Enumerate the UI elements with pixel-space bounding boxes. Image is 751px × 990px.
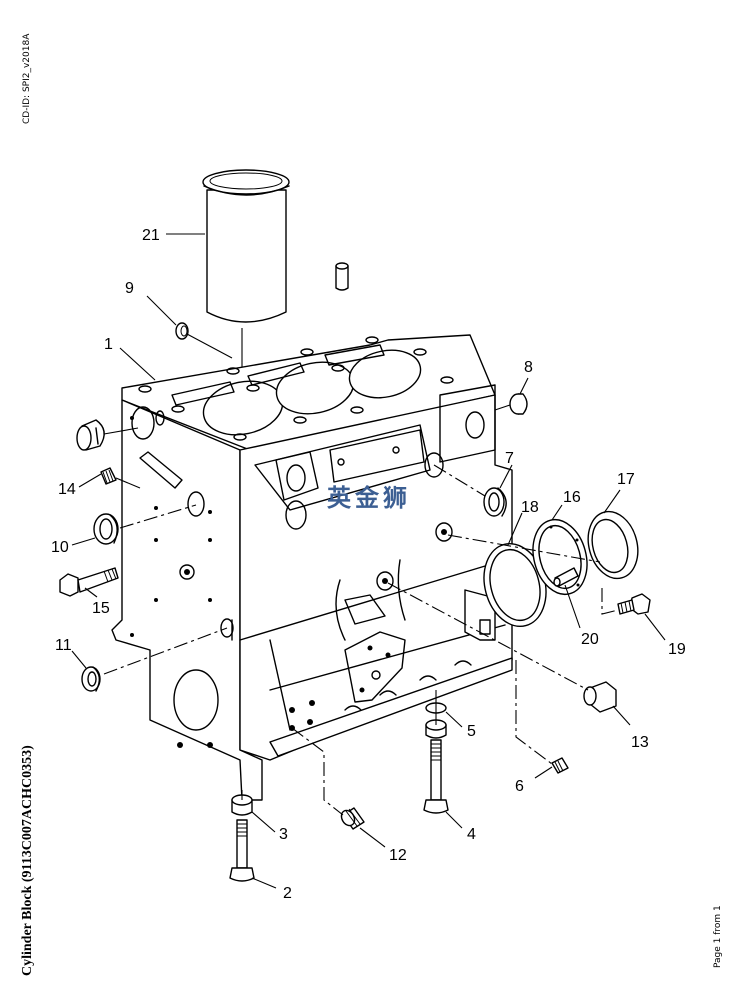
- cam-bushing[interactable]: [76, 419, 105, 451]
- callout-4: 4: [467, 826, 476, 843]
- cylinder-liner[interactable]: [202, 169, 290, 323]
- assembly-line-6: [515, 660, 553, 765]
- plug-14[interactable]: [100, 467, 117, 485]
- callout-3: 3: [279, 826, 288, 843]
- callout-10: 10: [51, 539, 69, 556]
- callout-12: 12: [389, 847, 407, 864]
- callout-16: 16: [563, 489, 581, 506]
- bolt-4[interactable]: [423, 719, 449, 814]
- seal-11[interactable]: [81, 666, 101, 692]
- callout-20: 20: [581, 631, 599, 648]
- callout-9: 9: [125, 280, 134, 297]
- callout-13: 13: [631, 734, 649, 751]
- assembly-line-14: [115, 477, 141, 489]
- callout-19: 19: [668, 641, 686, 658]
- callout-2: 2: [283, 885, 292, 902]
- assembly-line-seal: [447, 534, 601, 563]
- dowel-pin-20[interactable]: [553, 567, 579, 587]
- assembly-line-8: [494, 404, 511, 411]
- callout-8: 8: [524, 359, 533, 376]
- callout-7: 7: [505, 450, 514, 467]
- assembly-line-11: [103, 627, 228, 675]
- assembly-line-19: [601, 588, 619, 615]
- callout-21: 21: [142, 227, 160, 244]
- assembly-line-7: [433, 464, 486, 497]
- callout-18: 18: [521, 499, 539, 516]
- plug-8[interactable]: [509, 393, 528, 415]
- callout-17: 17: [617, 471, 635, 488]
- deck-holes: [138, 336, 454, 441]
- callout-6: 6: [515, 778, 524, 795]
- cylinder-block[interactable]: [111, 334, 513, 801]
- callout-14: 14: [58, 481, 76, 498]
- seal-10[interactable]: [93, 513, 119, 545]
- seal-17[interactable]: [581, 506, 645, 584]
- dowel-pin-top[interactable]: [335, 262, 349, 291]
- callout-11: 11: [55, 637, 72, 654]
- plug-6[interactable]: [551, 757, 569, 774]
- bolt-15[interactable]: [59, 567, 119, 597]
- bolt-19[interactable]: [617, 593, 651, 615]
- assembly-line-9: [186, 333, 233, 359]
- assembly-line-cam: [103, 427, 139, 435]
- assembly-line-10: [119, 504, 197, 529]
- plug-12[interactable]: [339, 807, 365, 830]
- washer-3[interactable]: [231, 794, 253, 816]
- assembly-line-13: [387, 582, 589, 691]
- callout-1: 1: [104, 336, 113, 353]
- plug-7[interactable]: [483, 487, 507, 517]
- callout-labels: 21 9 1 8 7 17 16 18 20 19 13 14 10 15 11…: [51, 227, 686, 902]
- o-ring-9[interactable]: [175, 322, 189, 340]
- callout-15: 15: [92, 600, 110, 617]
- assembly-line-12: [291, 727, 344, 816]
- bolt-2[interactable]: [229, 819, 255, 882]
- leader-lines: [71, 233, 666, 889]
- callout-5: 5: [467, 723, 476, 740]
- watermark: 英金狮: [327, 484, 411, 512]
- plug-13[interactable]: [583, 681, 617, 713]
